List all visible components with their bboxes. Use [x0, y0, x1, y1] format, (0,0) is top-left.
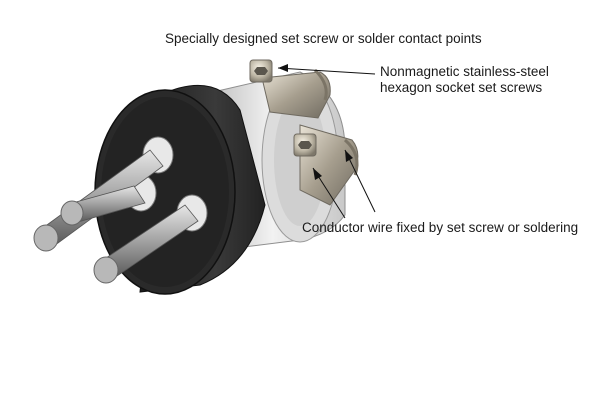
- screw-callout-line-1: Nonmagnetic stainless-steel: [380, 64, 549, 79]
- leader-line-screws: [277, 64, 376, 75]
- wire-callout: Conductor wire fixed by set screw or sol…: [302, 220, 579, 235]
- leader-line-wire-left: [312, 167, 346, 219]
- contact-pin-2: [60, 185, 146, 226]
- leader-line-wire-right: [344, 149, 376, 213]
- contact-pin-3: [93, 204, 199, 284]
- screw-callout-line-2: hexagon socket set screws: [380, 80, 543, 95]
- contact-terminal-upper: [261, 68, 331, 119]
- figure-caption: Specially designed set screw or solder c…: [165, 31, 482, 46]
- set-screw-upper: [249, 59, 273, 83]
- set-screw-lower: [293, 133, 317, 157]
